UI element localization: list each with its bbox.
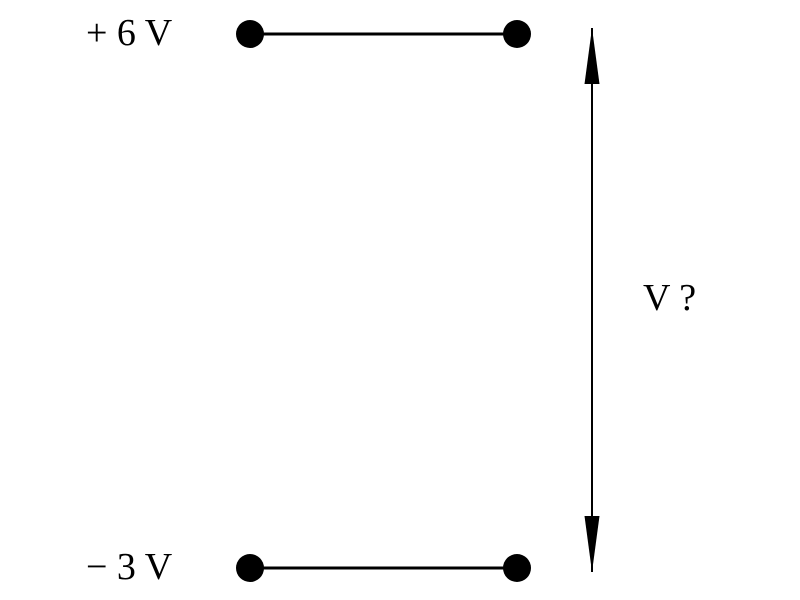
voltage-query-label: V ?: [643, 277, 697, 319]
bottom-left-terminal-dot: [236, 554, 264, 582]
top-left-terminal-dot: [236, 20, 264, 48]
bottom-potential-label: − 3 V: [86, 546, 173, 588]
voltage-double-arrow: [584, 28, 600, 572]
top-potential-label: + 6 V: [86, 12, 173, 54]
bottom-right-terminal-dot: [503, 554, 531, 582]
voltage-arrow-head-down: [584, 516, 600, 572]
voltage-arrow-head-up: [584, 28, 600, 84]
top-right-terminal-dot: [503, 20, 531, 48]
